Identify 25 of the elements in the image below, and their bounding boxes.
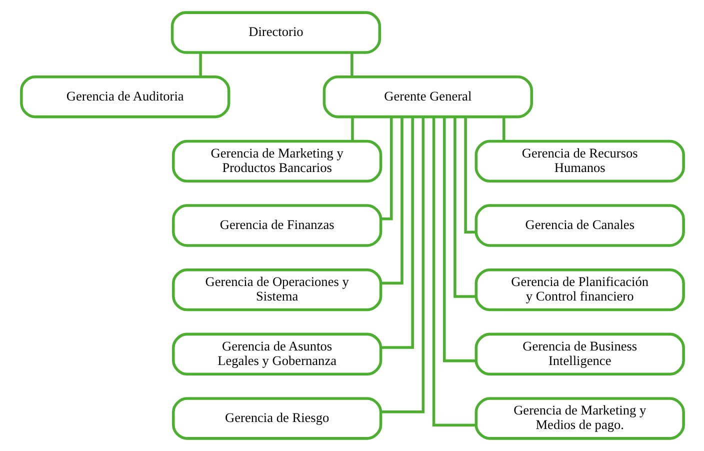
node-box: Gerencia de Recursos Humanos (474, 140, 684, 183)
node-box: Gerencia de Canales (474, 204, 684, 247)
node-box: Directorio (170, 11, 381, 54)
node-box: Gerente General (322, 76, 532, 118)
connector (198, 52, 202, 77)
node-box: Gerencia de Auditoria (20, 76, 230, 118)
connector (380, 117, 403, 285)
node-box: Gerencia de Riesgo (172, 397, 382, 440)
node-box: Gerencia de Asuntos Legales y Gobernanza (172, 332, 382, 376)
node-box: Gerencia de Planificación y Control financiero (474, 268, 684, 312)
connector (380, 116, 392, 220)
node-box: Gerencia de Marketing y Medios de pago. (474, 397, 684, 440)
connector (464, 116, 476, 234)
connector (380, 116, 414, 349)
node-box: Gerencia de Marketing y Productos Bancarios (172, 140, 382, 183)
connector (380, 117, 424, 414)
node-box: Gerencia de Finanzas (172, 204, 382, 247)
node-box: Gerencia de Business Intelligence (474, 332, 684, 376)
connector (432, 116, 476, 427)
connector (453, 117, 476, 298)
node-box: Gerencia de Operaciones y Sistema (172, 268, 382, 312)
connector (350, 116, 354, 141)
connector (502, 116, 505, 141)
connector (442, 117, 476, 362)
connector (350, 52, 353, 77)
